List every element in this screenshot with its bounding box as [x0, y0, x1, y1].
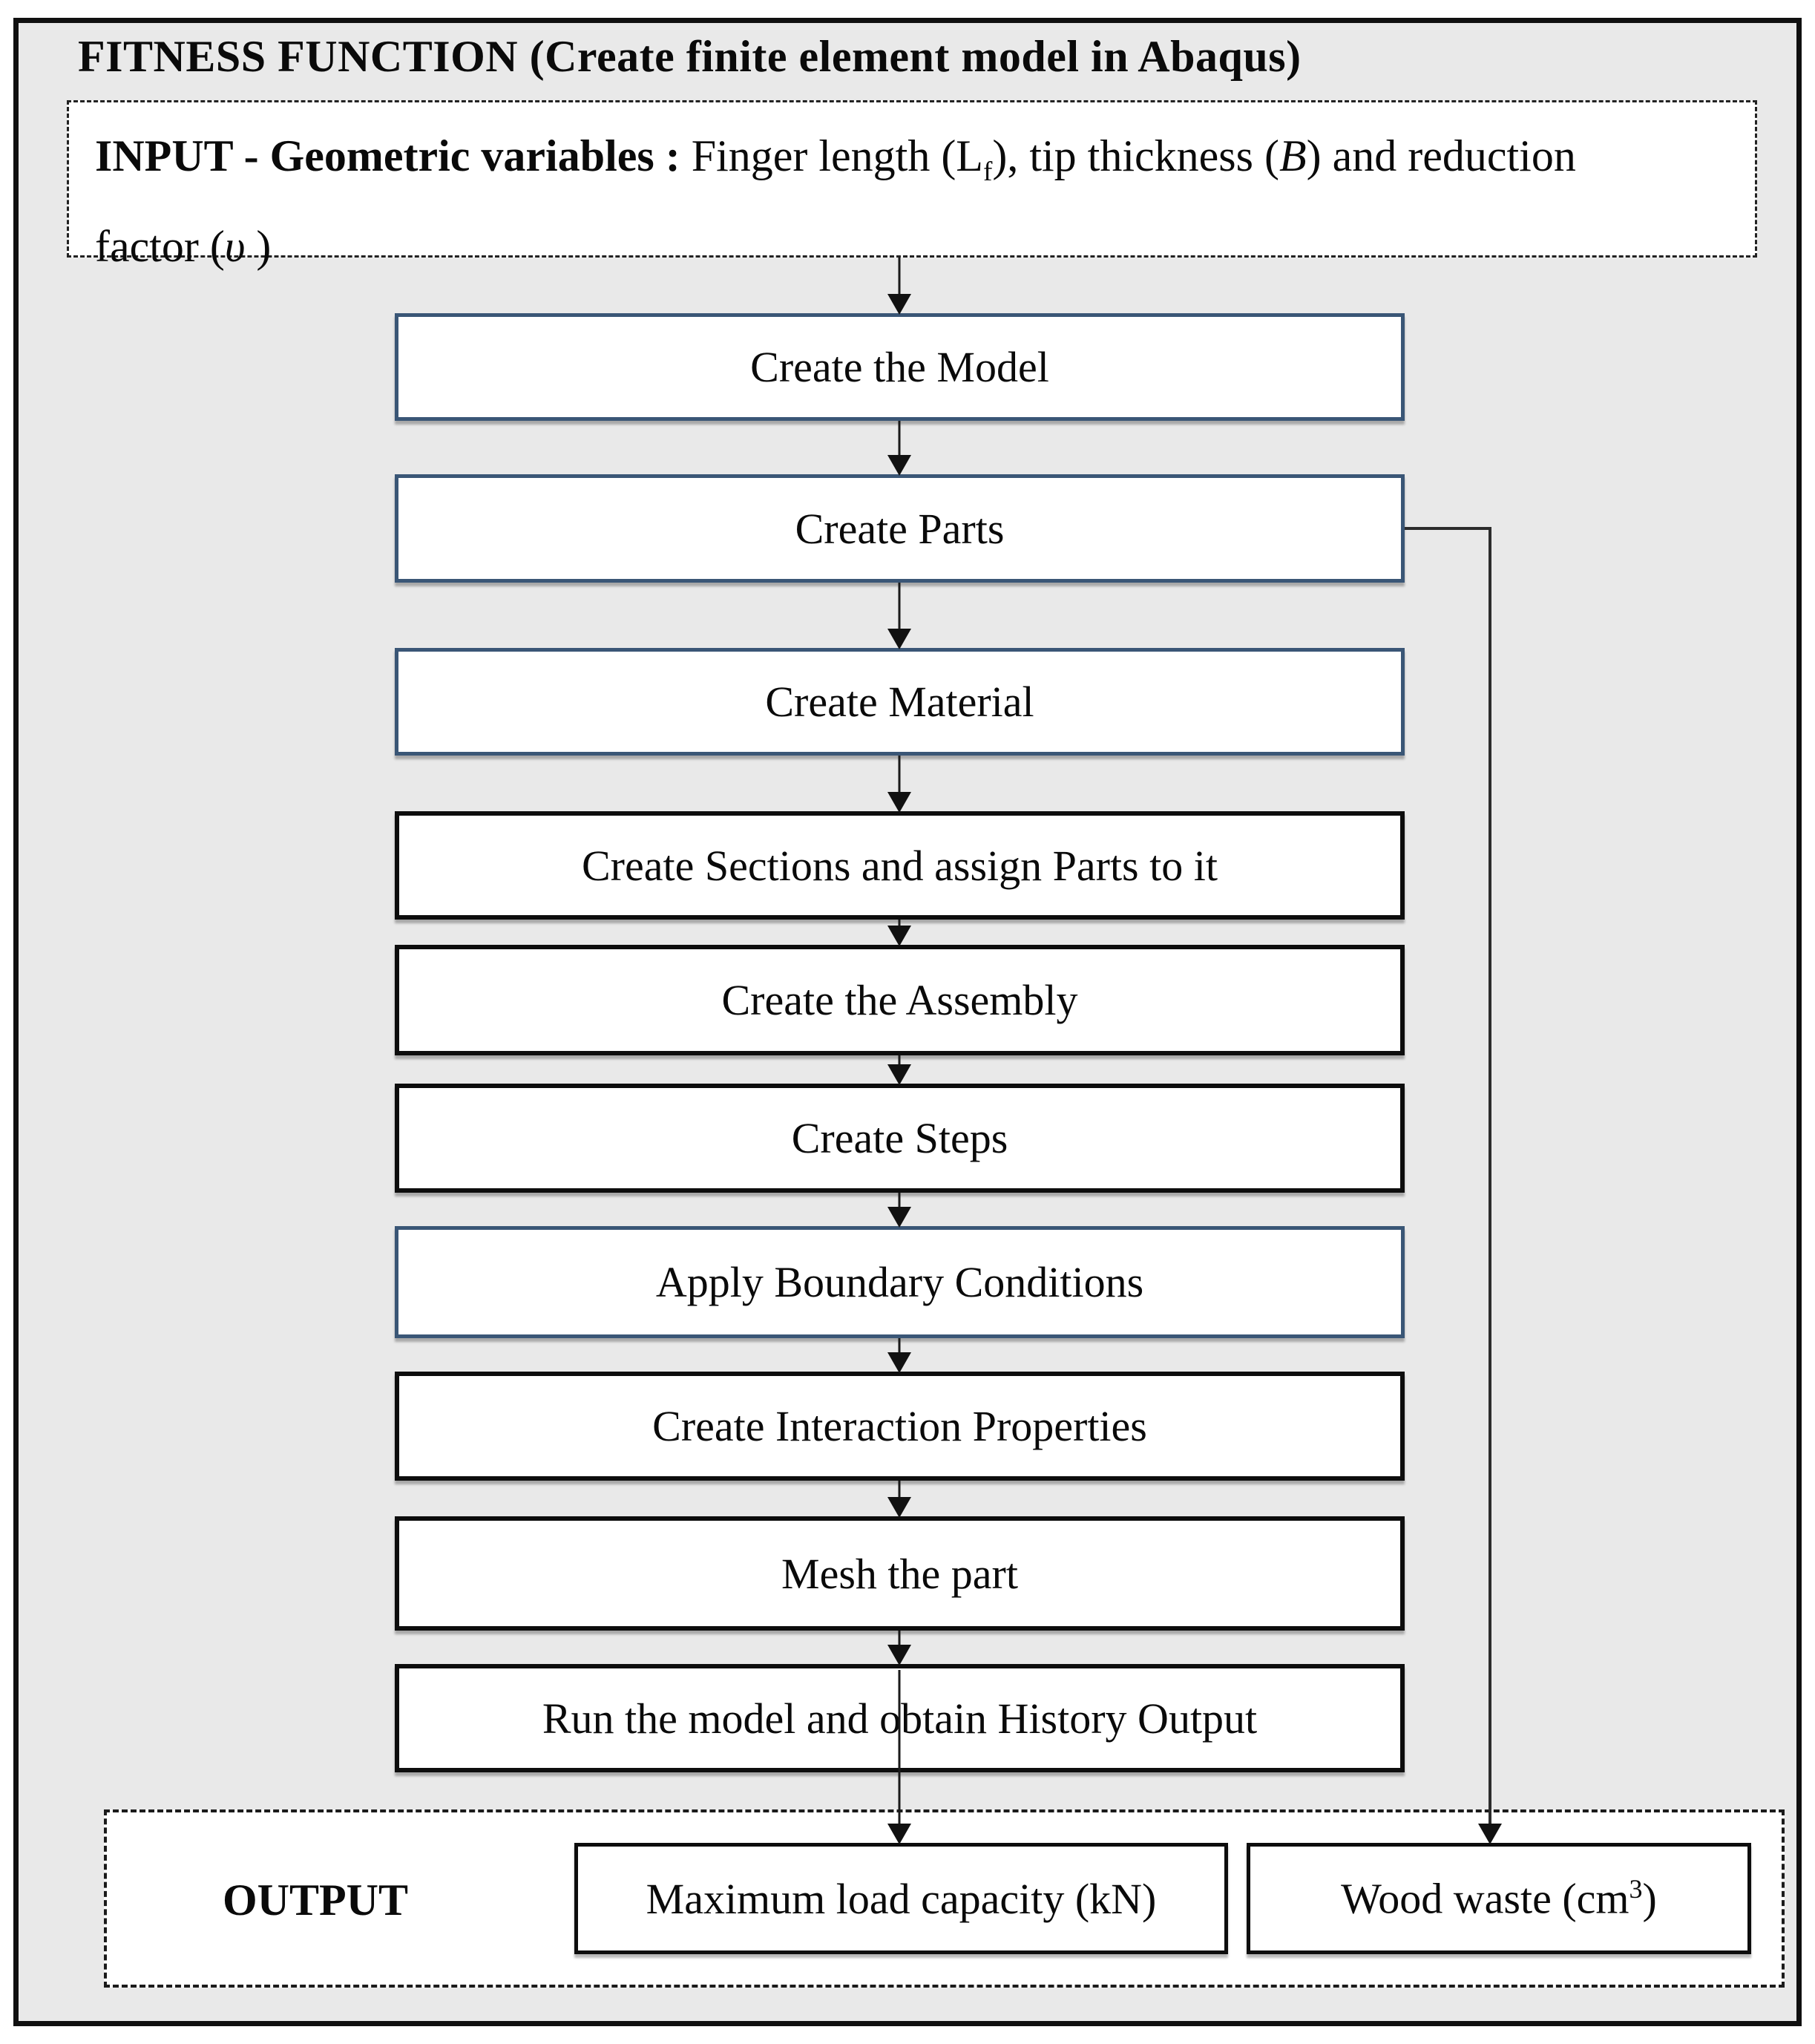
step-mesh-part: Mesh the part	[395, 1516, 1405, 1631]
output-wood-waste-label: Wood waste (cm3)	[1341, 1873, 1657, 1923]
input-subscript-f: f	[982, 157, 993, 187]
step-run-model: Run the model and obtain History Output	[395, 1664, 1405, 1772]
wood-waste-superscript: 3	[1629, 1874, 1643, 1904]
step-create-interaction-properties: Create Interaction Properties	[395, 1372, 1405, 1481]
step-label: Create Interaction Properties	[652, 1402, 1147, 1450]
output-label: OUTPUT	[222, 1876, 409, 1925]
step-label: Run the model and obtain History Output	[542, 1694, 1258, 1743]
wood-waste-text-end: )	[1642, 1874, 1657, 1923]
input-label-bold: INPUT - Geometric variables :	[95, 131, 680, 180]
input-text-2: ), tip thickness (	[992, 131, 1279, 180]
output-max-load-box: Maximum load capacity (kN)	[574, 1843, 1228, 1954]
step-label: Apply Boundary Conditions	[655, 1258, 1144, 1306]
input-var-upsilon: υ	[224, 222, 246, 271]
step-create-material: Create Material	[395, 648, 1405, 756]
step-label: Create Sections and assign Parts to it	[582, 841, 1218, 890]
step-label: Create Steps	[791, 1114, 1008, 1162]
step-label: Mesh the part	[781, 1549, 1018, 1598]
step-label: Create the Assembly	[721, 976, 1078, 1024]
input-text-3: ) and reduction factor (	[95, 131, 1576, 271]
step-apply-boundary-conditions: Apply Boundary Conditions	[395, 1226, 1405, 1338]
step-create-steps: Create Steps	[395, 1084, 1405, 1193]
output-wood-waste-box: Wood waste (cm3)	[1247, 1843, 1751, 1954]
step-create-sections: Create Sections and assign Parts to it	[395, 811, 1405, 920]
step-create-model: Create the Model	[395, 313, 1405, 421]
page-title: FITNESS FUNCTION (Create finite element …	[78, 32, 1302, 81]
input-var-b: B	[1279, 131, 1307, 180]
step-create-assembly: Create the Assembly	[395, 945, 1405, 1055]
input-box: INPUT - Geometric variables : Finger len…	[67, 100, 1757, 271]
wood-waste-text: Wood waste (cm	[1341, 1874, 1629, 1923]
step-label: Create the Model	[750, 343, 1049, 391]
input-text-1: Finger length (L	[680, 131, 983, 180]
input-text-4: )	[245, 222, 272, 271]
output-max-load-label: Maximum load capacity (kN)	[646, 1874, 1157, 1923]
step-create-parts: Create Parts	[395, 474, 1405, 583]
step-label: Create Parts	[795, 504, 1005, 553]
step-label: Create Material	[765, 678, 1034, 726]
